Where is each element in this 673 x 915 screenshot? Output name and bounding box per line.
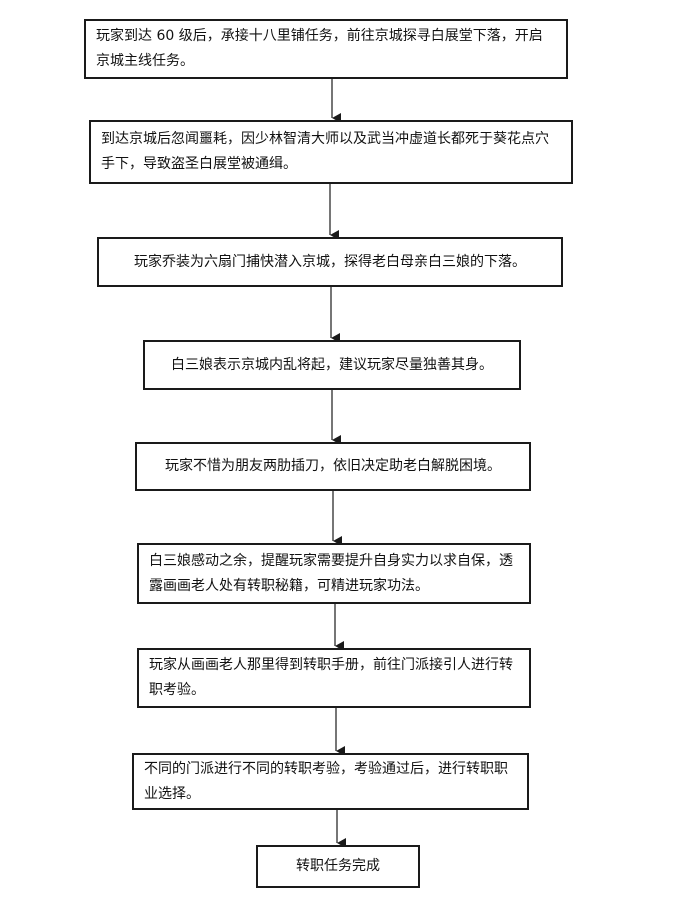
flow-step-7-text: 玩家从画画老人那里得到转职手册，前往门派接引人进行转职考验。 <box>149 657 513 698</box>
flow-step-8: 不同的门派进行不同的转职考验，考验通过后，进行转职职业选择。 <box>132 753 529 810</box>
flow-step-5: 玩家不惜为朋友两肋插刀，依旧决定助老白解脱困境。 <box>135 442 531 491</box>
flow-step-9-text: 转职任务完成 <box>296 858 380 874</box>
flow-step-6: 白三娘感动之余，提醒玩家需要提升自身实力以求自保，透露画画老人处有转职秘籍，可精… <box>137 543 531 604</box>
flow-step-7: 玩家从画画老人那里得到转职手册，前往门派接引人进行转职考验。 <box>137 648 531 708</box>
flow-step-8-text: 不同的门派进行不同的转职考验，考验通过后，进行转职职业选择。 <box>144 760 508 802</box>
flow-step-3-text: 玩家乔装为六扇门捕快潜入京城，探得老白母亲白三娘的下落。 <box>134 253 526 270</box>
flow-step-4-text: 白三娘表示京城内乱将起，建议玩家尽量独善其身。 <box>171 356 493 373</box>
flow-step-3: 玩家乔装为六扇门捕快潜入京城，探得老白母亲白三娘的下落。 <box>97 237 563 287</box>
flow-step-1-text: 玩家到达 60 级后，承接十八里铺任务，前往京城探寻白展堂下落，开启京城主线任务… <box>96 28 543 69</box>
flow-step-2-text: 到达京城后忽闻噩耗，因少林智清大师以及武当冲虚道长都死于葵花点穴手下，导致盗圣白… <box>101 131 549 172</box>
flow-step-6-text: 白三娘感动之余，提醒玩家需要提升自身实力以求自保，透露画画老人处有转职秘籍，可精… <box>149 552 513 594</box>
flow-step-5-text: 玩家不惜为朋友两肋插刀，依旧决定助老白解脱困境。 <box>165 458 501 474</box>
flow-step-9: 转职任务完成 <box>256 845 420 888</box>
flow-step-1: 玩家到达 60 级后，承接十八里铺任务，前往京城探寻白展堂下落，开启京城主线任务… <box>84 19 568 79</box>
flow-step-2: 到达京城后忽闻噩耗，因少林智清大师以及武当冲虚道长都死于葵花点穴手下，导致盗圣白… <box>89 120 573 184</box>
flow-step-4: 白三娘表示京城内乱将起，建议玩家尽量独善其身。 <box>143 340 521 390</box>
